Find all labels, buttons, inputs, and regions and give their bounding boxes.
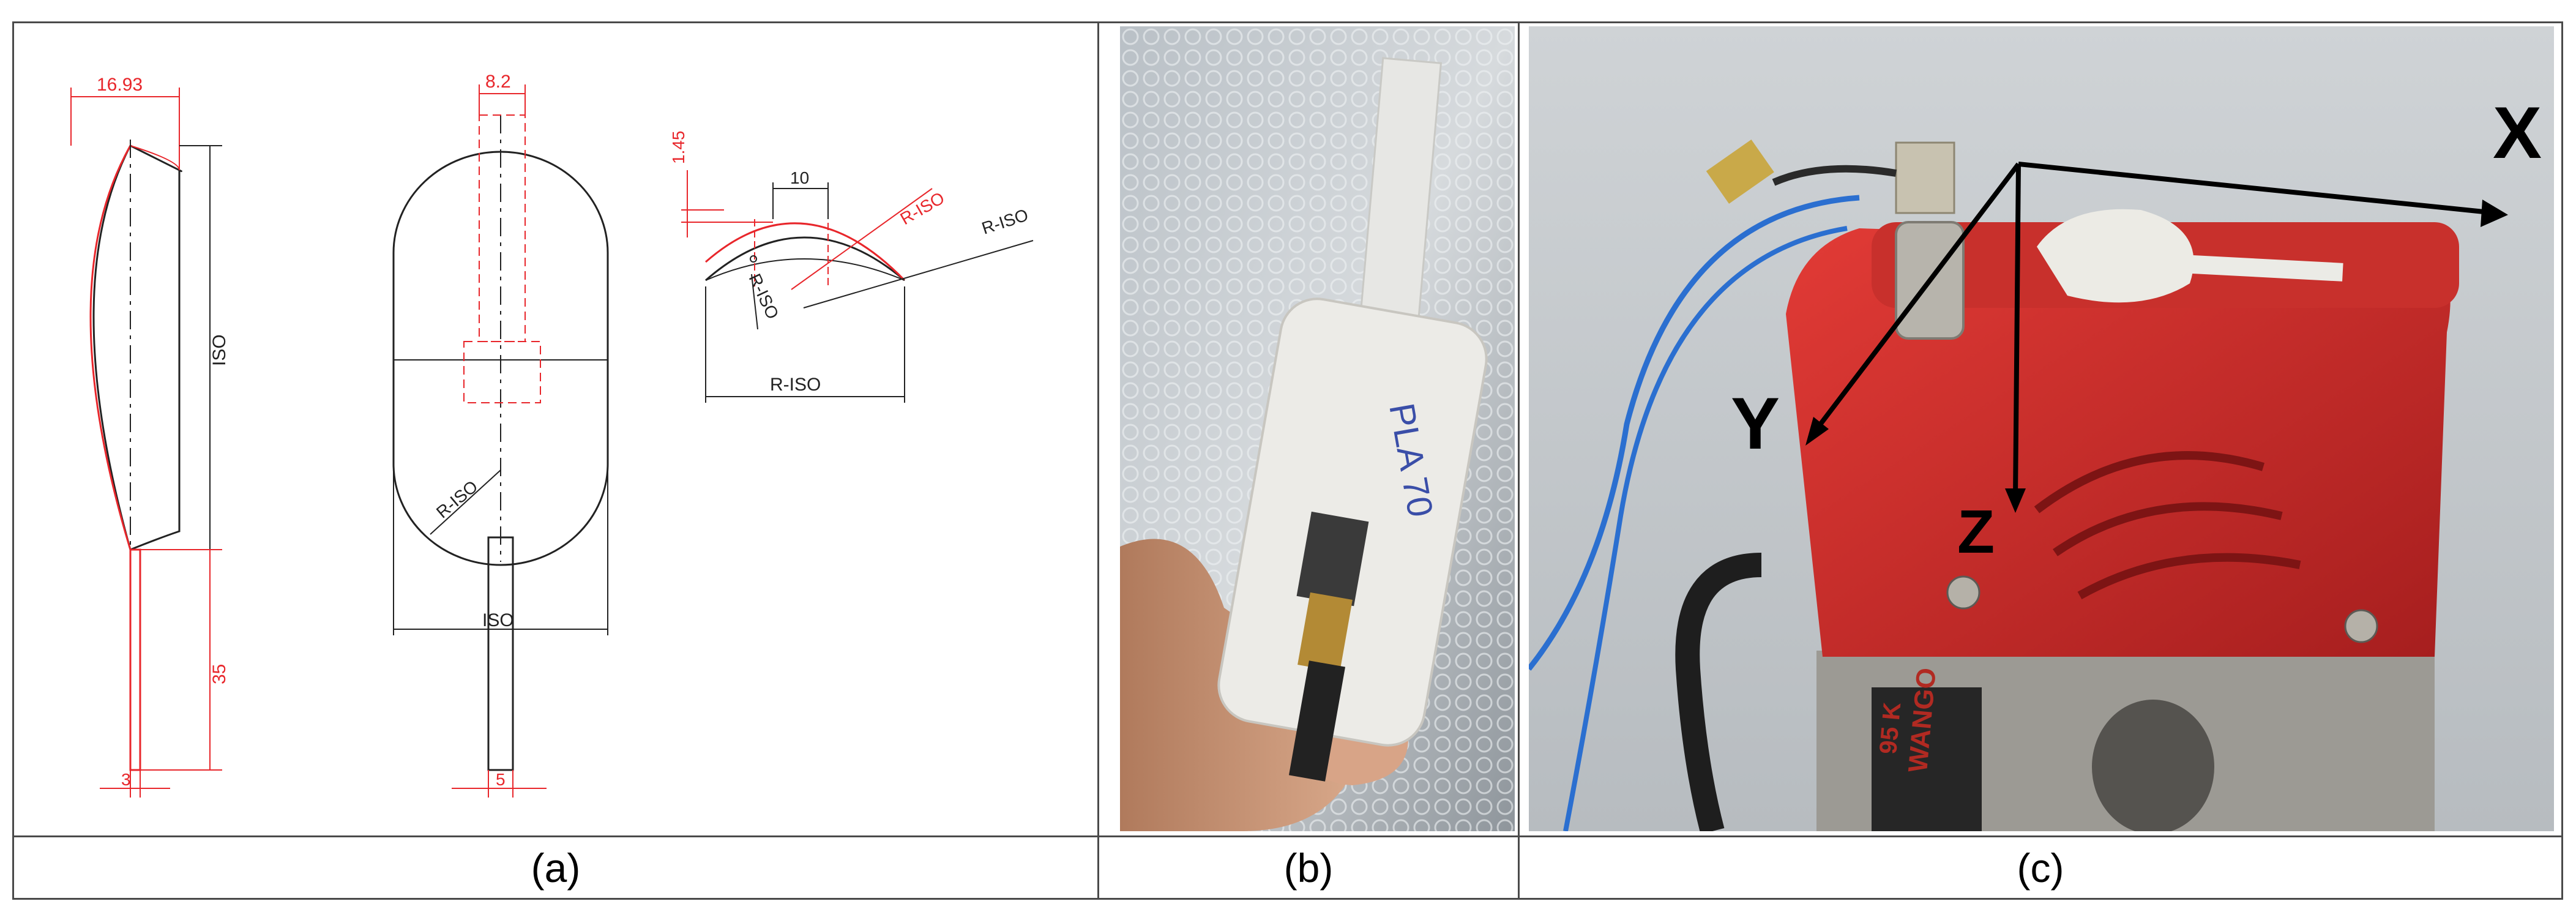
table-left-border [12, 21, 14, 900]
cable [1288, 660, 1346, 782]
axis-z-label: Z [1957, 498, 1995, 566]
section-width-dim: 10 [790, 168, 809, 187]
table-top-border [12, 21, 2563, 23]
axis-arrows [1811, 162, 2496, 498]
caption-a: (a) [531, 845, 581, 891]
connector [1297, 592, 1353, 673]
axis-y-line [1811, 162, 2021, 435]
vent-slots [2034, 451, 2301, 600]
side-lens-outline [92, 145, 132, 550]
accelerometer [1296, 511, 1369, 607]
axis-y-arrowhead [1805, 417, 1829, 446]
table-bottom-border [12, 898, 2563, 900]
mounted-accelerometer [1895, 141, 1955, 214]
section-chord-label: R-ISO [770, 375, 821, 395]
table-right-border [2561, 21, 2563, 900]
panel-b-photo: PLA 70 [1120, 26, 1515, 831]
section-radius-outer-red: R-ISO [897, 188, 948, 228]
front-stem [487, 536, 514, 771]
caption-row-divider [12, 835, 2563, 837]
side-stem-width: 3 [121, 770, 131, 789]
figure-table: 16.93 ISO 35 3 [12, 21, 2563, 900]
caption-c: (c) [2017, 845, 2064, 891]
axis-x-line [2018, 162, 2496, 215]
front-width-dim: 8.2 [485, 72, 511, 92]
column-divider-ab [1097, 21, 1099, 900]
side-height-label: ISO [209, 334, 230, 366]
caption-b: (b) [1283, 845, 1334, 891]
section-view [681, 170, 1034, 403]
panel-a-technical-drawing: 16.93 ISO 35 3 [14, 23, 1097, 835]
section-offset-dim: 1.45 [669, 131, 688, 165]
front-radius-label: R-ISO [433, 477, 482, 522]
power-cord [1675, 553, 1762, 831]
column-divider-bc [1518, 21, 1520, 900]
technical-drawing: 16.93 ISO 35 3 [70, 72, 1034, 798]
sensor-mount-photo: PLA 70 [1120, 26, 1515, 831]
axis-y-label: Y [1731, 383, 1780, 465]
section-radius-inner: R-ISO [745, 271, 783, 322]
axis-z-line [2013, 163, 2021, 498]
side-stem [129, 548, 141, 771]
front-width-label: ISO [482, 610, 514, 630]
axis-x-label: X [2493, 92, 2542, 174]
front-stem-width: 5 [496, 770, 506, 789]
side-view [70, 88, 222, 798]
axis-z-arrowhead [2005, 488, 2026, 513]
sensor-cable [1772, 165, 1897, 186]
blue-cable [1529, 195, 1860, 671]
mounted-housing [2037, 209, 2194, 303]
section-radius-outer: R-ISO [979, 205, 1031, 238]
front-outline [392, 151, 609, 566]
front-view [392, 84, 609, 798]
hammer-photo: WANGO 95 K [1529, 26, 2554, 831]
axis-x-arrowhead [2481, 200, 2508, 227]
side-stem-length: 35 [209, 664, 230, 684]
side-width-dim: 16.93 [97, 75, 143, 95]
panel-c-photo: WANGO 95 K [1529, 26, 2554, 831]
tool-model: 95 K [1875, 701, 1906, 755]
